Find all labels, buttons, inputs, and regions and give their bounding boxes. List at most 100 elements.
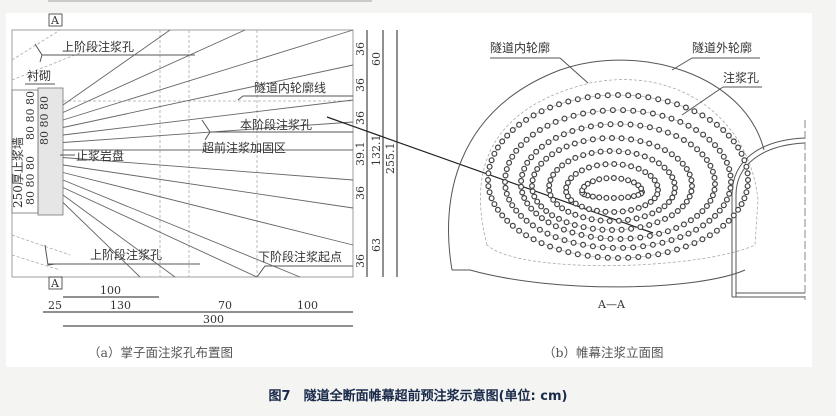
grout-hole (499, 212, 506, 219)
grout-hole (635, 165, 642, 172)
grout-hole (654, 143, 661, 150)
grout-hole (547, 243, 554, 250)
grout-hole (574, 96, 581, 103)
grout-hole (633, 215, 640, 222)
grout-hole (688, 188, 695, 195)
grout-hole-line (62, 29, 171, 106)
grout-hole (528, 183, 535, 190)
grout-hole-line (62, 194, 176, 278)
grout-hole (538, 215, 545, 222)
grout-hole (516, 121, 523, 128)
grout-hole (635, 92, 642, 99)
grout-hole (565, 158, 572, 165)
leader (681, 86, 724, 116)
grout-hole (665, 199, 672, 206)
grout-hole (523, 217, 530, 224)
grout-hole (584, 180, 591, 187)
label-grout-hole: 注浆孔 (723, 70, 759, 85)
grout-hole (486, 189, 493, 196)
grout-hole (580, 214, 587, 221)
grout-hole (594, 254, 601, 261)
grout-hole (568, 197, 575, 204)
grout-hole (571, 140, 578, 147)
grout-hole (561, 237, 568, 244)
grout-hole (630, 193, 637, 200)
grout-hole (552, 134, 559, 141)
grout-hole (599, 107, 606, 114)
grout-hole (679, 203, 686, 210)
grout-hole (654, 219, 661, 226)
grout-hole (529, 188, 536, 195)
grout-hole (609, 107, 616, 114)
grout-hole (606, 218, 613, 225)
grout-hole (593, 207, 600, 214)
grout-hole (668, 237, 675, 244)
grout-hole (602, 208, 609, 215)
grout-hole (635, 204, 642, 211)
grout-hole (706, 217, 713, 224)
grout-hole (625, 254, 632, 261)
grout-hole (587, 123, 594, 130)
grout-hole (682, 243, 689, 250)
grout-hole (685, 230, 692, 237)
grout-hole (738, 201, 745, 208)
grout-hole (659, 112, 666, 119)
grout-hole (513, 207, 520, 214)
grout-hole (614, 255, 621, 262)
caption-a: （a）掌子面注浆孔布置图 (88, 345, 233, 360)
outer-contour (448, 59, 765, 271)
grout-hole (654, 182, 661, 189)
grout-hole (589, 178, 596, 185)
grout-hole (707, 197, 714, 204)
grout-hole (546, 182, 553, 189)
dim-label: 36 (354, 254, 367, 268)
grout-hole (699, 112, 706, 119)
grout-hole (641, 153, 648, 160)
grout-hole (655, 96, 662, 103)
grout-hole (524, 200, 531, 207)
grout-hole (693, 126, 700, 133)
grout-hole (694, 146, 701, 153)
grout-hole-fan (62, 29, 354, 278)
dim-label: 39.1 (354, 142, 367, 167)
grout-hole (509, 202, 516, 209)
grout-hole (552, 118, 559, 125)
grout-hole (716, 207, 723, 214)
grout-hole (699, 208, 706, 215)
grout-hole (560, 131, 567, 138)
grout-hole (531, 193, 538, 200)
grout-hole (703, 203, 710, 210)
grout-hole (534, 198, 541, 205)
grout-hole (686, 171, 693, 178)
grout-stop-wall (37, 87, 64, 216)
grout-hole (545, 219, 552, 226)
grout-hole (611, 209, 618, 216)
grout-hole (659, 239, 666, 246)
label-lining: 衬砌 (27, 69, 51, 83)
grout-hole (589, 225, 596, 232)
grout-hole (661, 203, 668, 210)
grout-hole (677, 234, 684, 241)
grout-hole (523, 232, 530, 239)
grout-hole (599, 226, 606, 233)
grout-hole (646, 222, 653, 229)
grout-hole (572, 170, 579, 177)
dim-label: 300 (203, 313, 224, 326)
grout-hole (588, 216, 595, 223)
grout-hole (538, 160, 545, 167)
grout-hole (599, 244, 606, 251)
label-hole-spacing: 80 80 80 (24, 156, 37, 205)
caption-b: （b）帷幕注浆立面图 (543, 345, 664, 360)
grout-hole (723, 196, 730, 203)
grout-hole (550, 196, 557, 203)
grout-hole (596, 176, 603, 183)
grout-hole (552, 223, 559, 230)
grout-hole (519, 189, 526, 196)
grout-hole (597, 148, 604, 155)
grout-hole (561, 115, 568, 122)
label-current-stage-holes: 本阶段注浆孔 (240, 117, 312, 132)
grout-hole (536, 226, 543, 233)
grout-hole (599, 135, 606, 142)
grout-hole (614, 91, 621, 98)
grout-hole (680, 137, 687, 144)
